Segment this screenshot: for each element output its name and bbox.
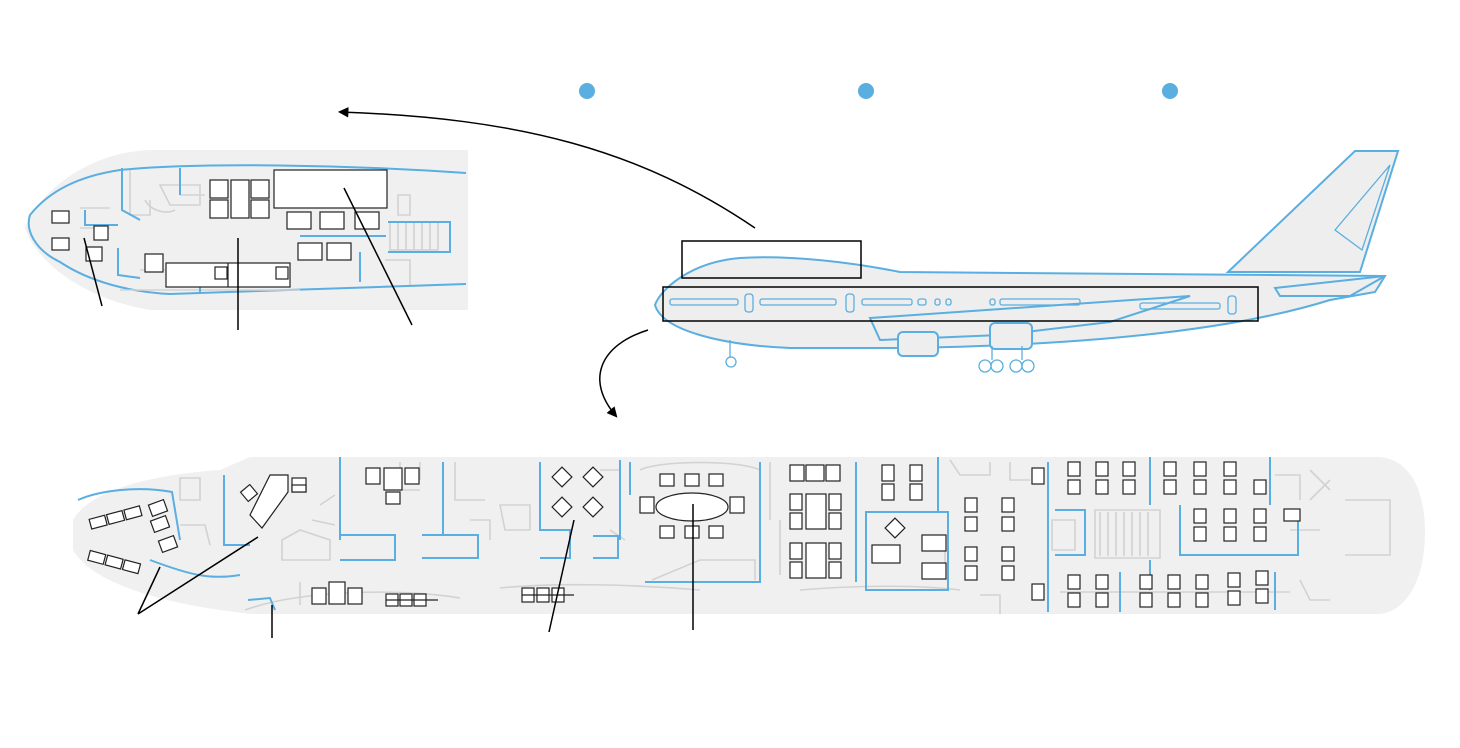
upper-deck-selection-box (681, 240, 862, 279)
aircraft-side-view (653, 150, 1400, 373)
main-deck-walls (77, 457, 1299, 612)
landing-gear (725, 340, 1035, 373)
legend-dot-3 (1162, 83, 1178, 99)
fuselage (653, 256, 1387, 349)
main-callout-3 (548, 519, 575, 633)
window-strip (669, 293, 1237, 315)
upper-callout-3 (343, 187, 413, 326)
legend-dot-2 (858, 83, 874, 99)
upper-deck-walls (84, 168, 451, 292)
main-deck-plan (73, 457, 1425, 638)
engine-outboard (989, 322, 1033, 350)
legend-dot-1 (579, 83, 595, 99)
main-deck-selection-box (662, 286, 1259, 322)
upper-deck-arrow (337, 107, 756, 229)
wing (868, 295, 1191, 342)
legend-dots (579, 83, 1178, 99)
main-deck-arrow (599, 329, 649, 418)
upper-deck-plan (25, 150, 468, 330)
main-deck-interior (179, 459, 1391, 614)
upper-callout-1 (83, 237, 103, 307)
upper-deck-seats (51, 169, 388, 288)
main-callout-1 (137, 536, 259, 615)
tail-fin (1225, 150, 1400, 273)
engine-inboard (897, 331, 939, 357)
main-deck-seats (86, 461, 1301, 608)
